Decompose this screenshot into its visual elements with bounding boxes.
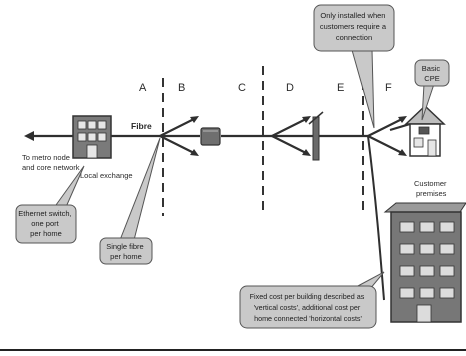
customer-house-icon [404,104,446,157]
callout-single-fibre-line-2: per home [110,252,142,261]
fibre-trunk [30,117,411,155]
metro-arrow-icon [24,131,34,141]
callout-only-installed-line-3: connection [336,33,372,42]
fibre-label: Fibre [131,121,152,131]
street-cabinet-icon [200,127,221,146]
svg-text:Single fibre per home: Single fibre per home [106,242,146,261]
segment-label-c: C [238,82,246,94]
split-arrowheads [190,116,407,156]
callout-fixed-cost-line-3: home connected 'horizontal costs' [254,314,362,323]
segment-letters: A B C D E F [139,82,392,94]
callout-fixed-cost: Fixed cost per building described as 've… [239,271,385,329]
callout-fixed-cost-line-2: 'vertical costs', additional cost per [254,303,361,312]
metro-label: To metro node and core network [22,153,80,172]
callout-basic-cpe-line-1: Basic [422,64,441,73]
apartment-building-icon [383,202,466,323]
segment-label-d: D [286,82,294,94]
callout-ethernet-line-1: Ethernet switch, [18,209,71,218]
svg-text:Fixed cost per building descri: Fixed cost per building described as 've… [250,292,367,323]
local-exchange-label: Local exchange [80,171,133,180]
callout-only-installed: Only installed when customers require a … [313,4,395,129]
segment-label-e: E [337,82,344,94]
customer-premises-label: Customer premises [414,179,447,198]
metro-label-line-2: and core network [22,163,80,172]
svg-text:Only installed when cust: Only installed when customers require a … [320,11,388,42]
callout-ethernet-switch: Ethernet switch, one port per home [15,165,85,244]
building-drop-line [367,135,385,301]
metro-label-line-1: To metro node [22,153,70,162]
customer-premises-line-1: Customer [414,179,447,188]
callout-only-installed-line-1: Only installed when [320,11,385,20]
svg-text:Basic CPE: Basic CPE [422,64,442,83]
segment-label-b: B [178,82,185,94]
callout-fixed-cost-line-1: Fixed cost per building described as [250,292,365,301]
callout-basic-cpe: Basic CPE [414,59,450,121]
callout-ethernet-line-3: per home [30,229,62,238]
callout-single-fibre: Single fibre per home [99,137,161,265]
distribution-point-icon [308,111,324,161]
customer-premises-line-2: premises [416,189,447,198]
svg-text:Ethernet switch, one por: Ethernet switch, one port per home [18,209,73,238]
callout-only-installed-line-2: customers require a [320,22,387,31]
callout-basic-cpe-line-2: CPE [424,74,439,83]
callout-single-fibre-line-1: Single fibre [106,242,144,251]
local-exchange-building-icon [72,115,112,159]
segment-label-a: A [139,82,147,94]
segment-label-f: F [385,82,392,94]
callout-ethernet-line-2: one port [31,219,59,228]
segment-dividers [162,66,364,216]
